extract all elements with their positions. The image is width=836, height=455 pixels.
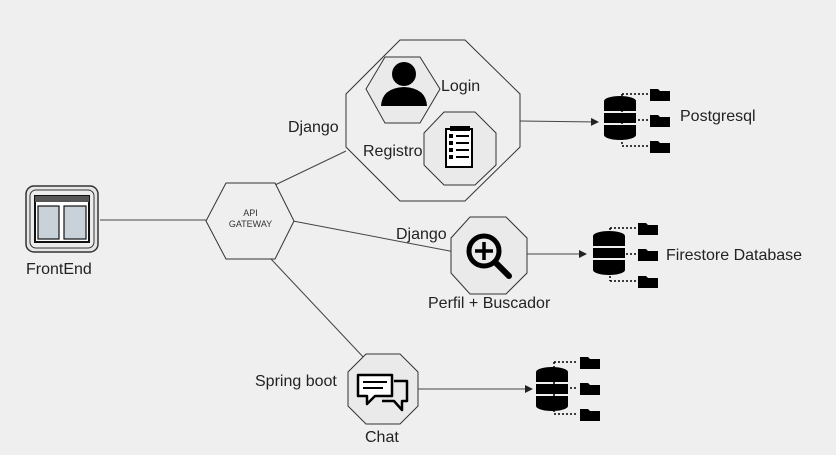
firestore-folder-tree-icon — [609, 223, 658, 288]
frontend-icon — [25, 185, 99, 253]
form-icon — [445, 126, 473, 168]
registro-label: Registro — [363, 143, 423, 160]
chat-framework-label: Spring boot — [255, 373, 337, 390]
user-icon — [381, 62, 427, 106]
frontend-label: FrontEnd — [26, 261, 92, 278]
connector-gateway-auth — [274, 150, 347, 186]
connector-gateway-profile — [292, 220, 456, 253]
firestore-label: Firestore Database — [666, 247, 803, 264]
api-gateway-line1: API — [243, 208, 258, 218]
api-gateway-label: API GATEWAY — [226, 208, 275, 230]
firestore-database-icon — [593, 231, 625, 275]
chat-bubbles-icon — [356, 373, 409, 412]
postgres-folder-tree-icon — [621, 89, 670, 153]
chat-label: Chat — [365, 429, 399, 446]
profile-framework-label: Django — [396, 226, 447, 243]
postgres-database-icon — [604, 96, 636, 140]
postgres-label: Postgresql — [680, 108, 756, 125]
auth-service-octagon — [345, 39, 521, 202]
auth-framework-label: Django — [288, 119, 339, 136]
arrow-auth-postgres — [519, 117, 599, 126]
profile-label: Perfil + Buscador — [428, 295, 551, 312]
search-plus-icon — [466, 233, 512, 279]
chat-folder-tree-icon — [553, 357, 600, 421]
login-label: Login — [441, 78, 481, 95]
api-gateway-hexagon — [205, 182, 295, 260]
chat-database-icon — [536, 367, 568, 411]
profile-service-octagon — [450, 216, 528, 295]
connector-gateway-chat — [270, 258, 367, 361]
api-gateway-line2: GATEWAY — [228, 219, 273, 229]
